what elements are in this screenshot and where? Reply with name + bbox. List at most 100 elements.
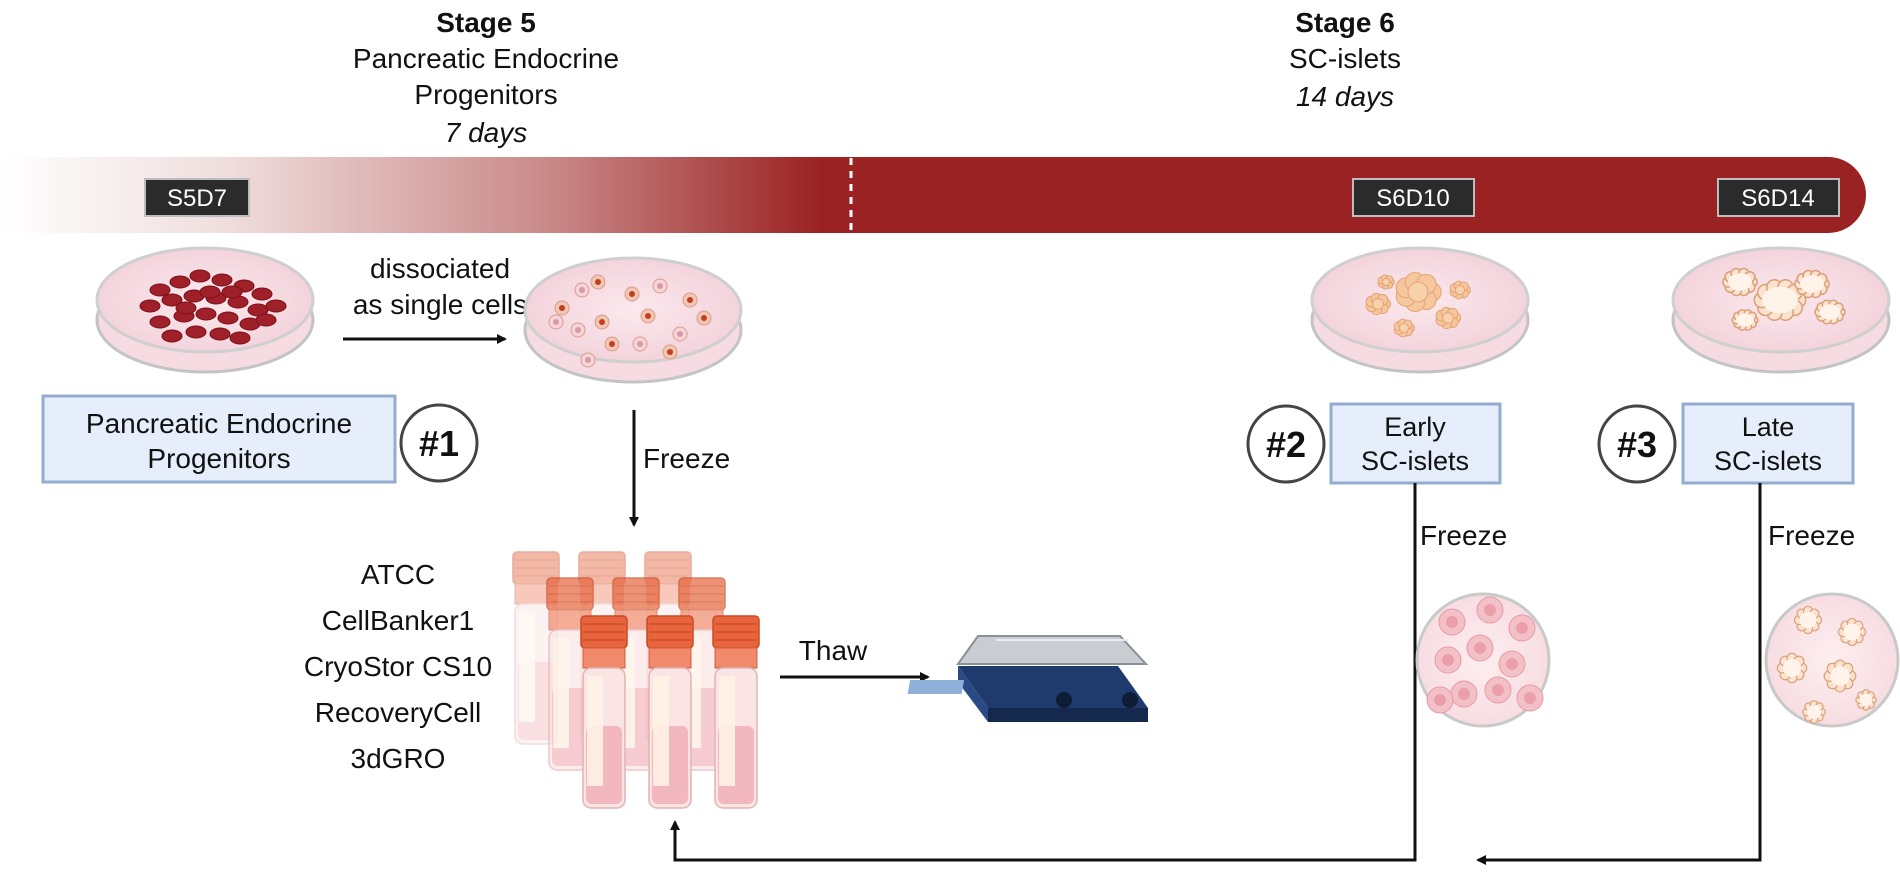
cell-nucleus	[629, 291, 635, 297]
sample-1-number: #1	[419, 423, 459, 464]
cell-cluster	[161, 293, 183, 307]
islet-cell	[1399, 323, 1409, 333]
single-cells	[548, 274, 712, 368]
islet-cell	[1372, 298, 1384, 310]
cell-nucleus	[1434, 694, 1446, 706]
cell-cluster	[211, 273, 233, 287]
freeze-label: Freeze	[1420, 520, 1507, 551]
cryovial-icon	[712, 615, 760, 809]
stage-6-title: Stage 6	[1295, 7, 1395, 38]
vial-thread	[648, 647, 692, 669]
cell-nucleus	[599, 319, 605, 325]
islet-core	[1800, 275, 1824, 293]
cell-cluster	[149, 315, 171, 329]
sample-3-badge: #3	[1597, 404, 1677, 484]
sample-2-line2: SC-islets	[1361, 446, 1469, 476]
freeze-label: Freeze	[643, 443, 730, 474]
freeze-step-early: Freeze	[670, 483, 1551, 862]
cell-cluster	[199, 285, 221, 299]
cell-nucleus	[559, 305, 565, 311]
petri-dish-single-cells	[523, 256, 743, 384]
petri-dish-s5-clusters	[95, 246, 315, 374]
cell-cluster	[195, 307, 217, 321]
vial-cap	[644, 551, 692, 585]
cell-nucleus	[657, 283, 663, 289]
cell-cluster	[251, 287, 273, 301]
sample-2-badge: #2	[1246, 404, 1326, 484]
cell-cluster	[175, 301, 197, 315]
vial-thread	[582, 647, 626, 669]
islet-core	[1736, 313, 1754, 327]
islet-cell	[1407, 281, 1429, 303]
freeze-label: Freeze	[1768, 520, 1855, 551]
timepoint-tag-s6d10: S6D10	[1352, 178, 1475, 217]
stage-5-name-line2: Progenitors	[414, 79, 557, 110]
stage-5-heading: Stage 5 Pancreatic Endocrine Progenitors…	[353, 7, 619, 148]
vial-label	[719, 676, 735, 786]
timepoint-tag-s5d7: S5D7	[144, 178, 250, 217]
cell-nucleus	[585, 357, 591, 363]
cell-cluster	[209, 327, 231, 341]
thaw-step: Thaw	[780, 635, 930, 682]
petri-dish-late-islets	[1671, 246, 1891, 374]
late-islet-clusters	[1722, 267, 1846, 331]
early-islet-clusters	[1365, 271, 1471, 338]
islet-core	[1799, 611, 1817, 629]
cell-cluster	[221, 285, 243, 299]
stage-6-heading: Stage 6 SC-islets 14 days	[1289, 7, 1401, 112]
cryovial-icon	[646, 615, 694, 809]
vial-liquid	[518, 662, 554, 740]
cell-nucleus	[1474, 642, 1486, 654]
cell-nucleus	[609, 341, 615, 347]
cell-nucleus	[1492, 684, 1504, 696]
cell-nucleus	[1442, 654, 1454, 666]
sample-3-label: Late SC-islets	[1681, 402, 1855, 485]
cell-cluster	[189, 269, 211, 283]
dissociated-cells	[1426, 596, 1544, 714]
timeline-bar-shape	[0, 157, 1866, 233]
media-item: ATCC	[361, 559, 435, 590]
vial-cap	[578, 551, 626, 585]
stage-5-title: Stage 5	[436, 7, 536, 38]
stage-6-duration: 14 days	[1296, 81, 1394, 112]
petri-dish-early-islets	[1310, 246, 1530, 374]
media-item: CryoStor CS10	[304, 651, 492, 682]
timepoint-tag-s6d14: S6D14	[1717, 178, 1840, 217]
intact-islets	[1776, 605, 1877, 724]
timepoint-label: S6D14	[1741, 185, 1814, 212]
dissociation-step: dissociated as single cells	[343, 253, 527, 344]
cell-cluster	[161, 329, 183, 343]
cell-nucleus	[645, 313, 651, 319]
islet-core	[1807, 705, 1821, 719]
sample-3-number: #3	[1617, 424, 1657, 465]
cell-nucleus	[579, 287, 585, 293]
media-item: 3dGRO	[351, 743, 446, 774]
islet-cell	[1381, 277, 1391, 287]
cell-clusters	[139, 269, 287, 345]
cell-cluster	[185, 325, 207, 339]
sample-1-badge: #1	[399, 403, 479, 483]
islet-core	[1728, 273, 1752, 291]
media-item: RecoveryCell	[315, 697, 482, 728]
vial-label	[553, 638, 569, 748]
vial-label	[519, 612, 535, 722]
thaw-label: Thaw	[799, 635, 868, 666]
vial-thread	[714, 647, 758, 669]
sample-1-line1: Pancreatic Endocrine	[86, 408, 352, 439]
islet-core	[1819, 304, 1841, 320]
cryovial-icon	[546, 577, 594, 771]
vial-label	[653, 676, 669, 786]
cell-nucleus	[667, 349, 673, 355]
sample-2-label: Early SC-islets	[1329, 402, 1502, 485]
cell-nucleus	[701, 315, 707, 321]
cell-nucleus	[677, 331, 683, 337]
dissociation-line2: as single cells	[353, 289, 527, 320]
cryopreservation-media-list: ATCC CellBanker1 CryoStor CS10 RecoveryC…	[304, 559, 492, 774]
cell-cluster	[169, 275, 191, 289]
islet-core	[1782, 658, 1802, 678]
cell-nucleus	[1506, 658, 1518, 670]
freeze-return-arrow-early	[670, 483, 1417, 862]
timepoint-label: S6D10	[1376, 185, 1449, 212]
